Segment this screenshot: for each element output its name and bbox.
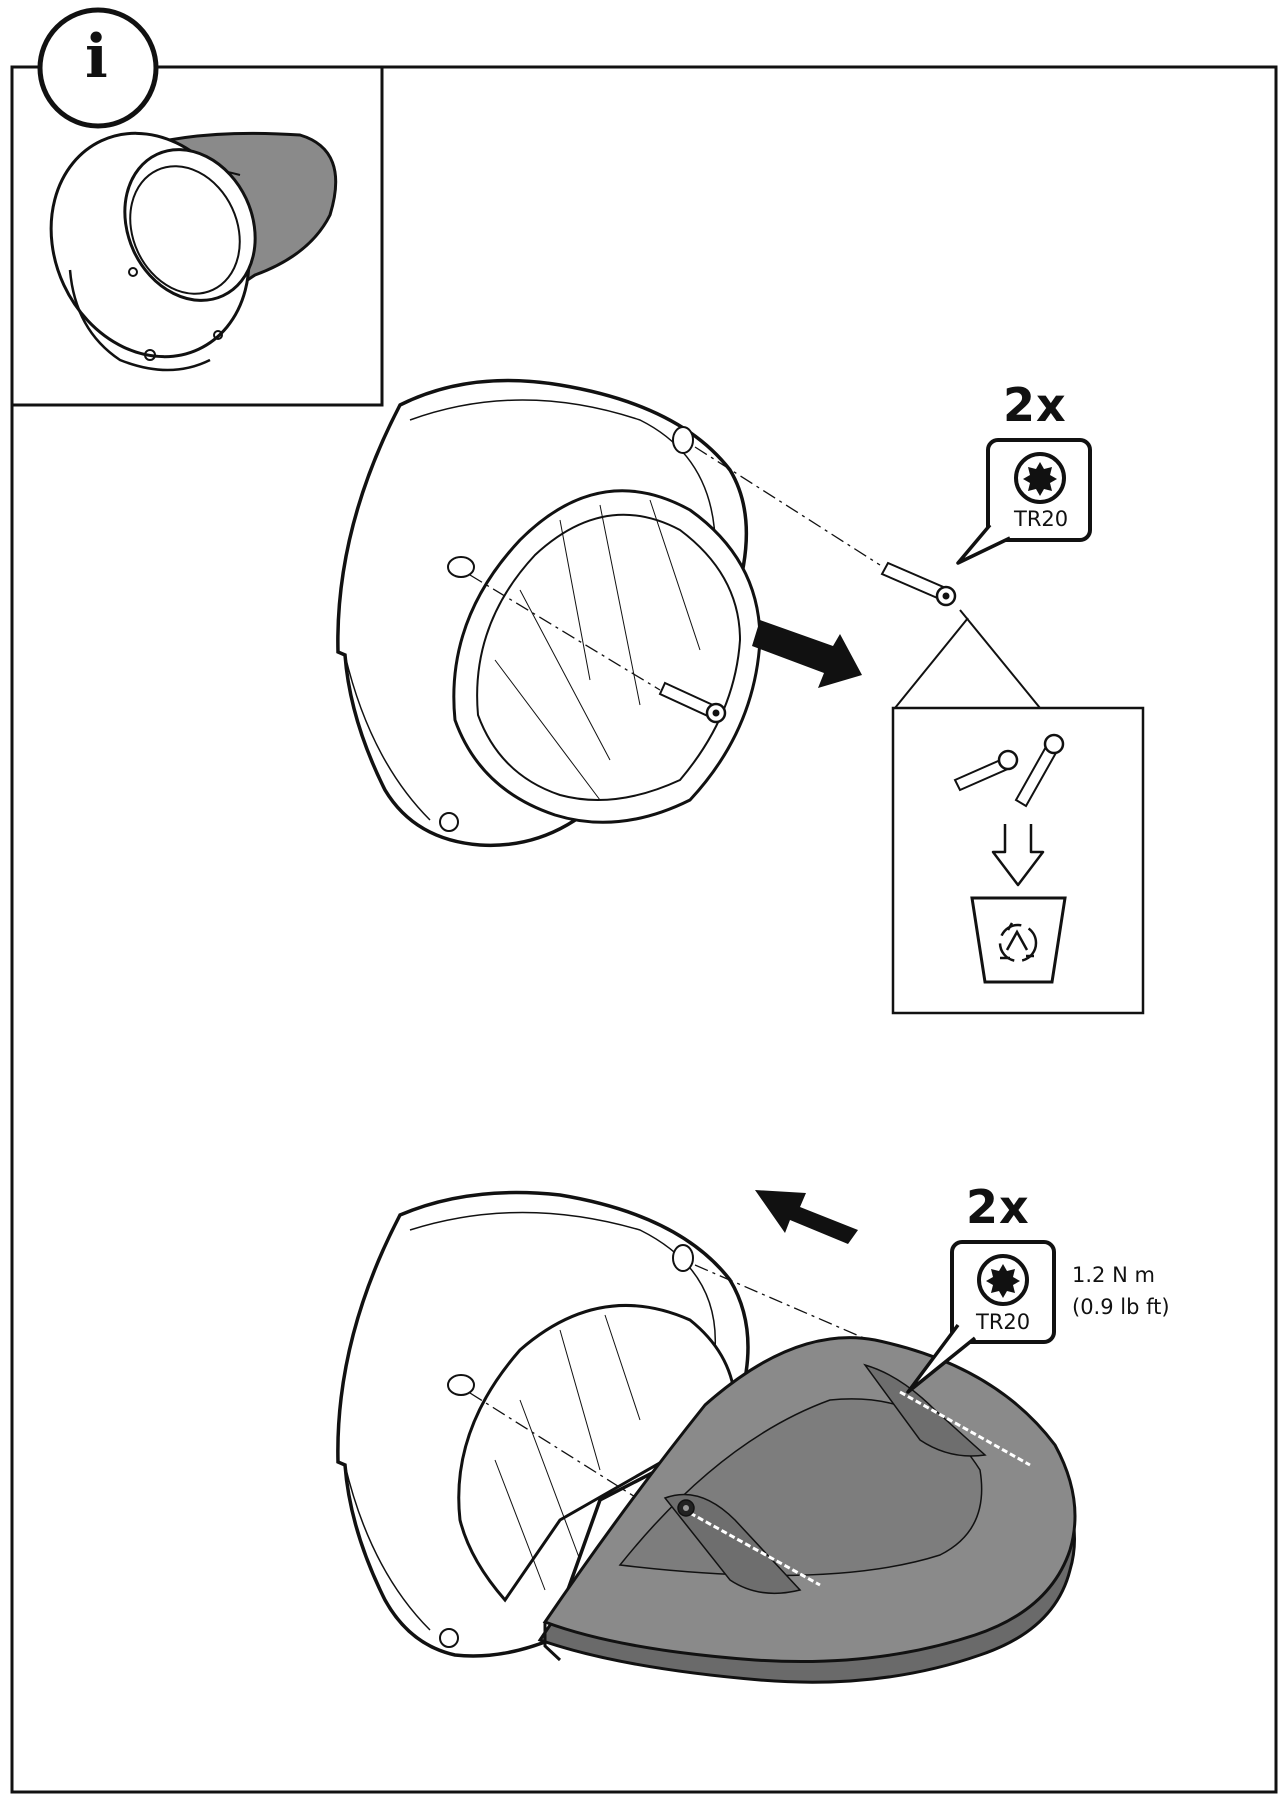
weather-shield [537, 1336, 1077, 1684]
inset-thumbnail [12, 67, 384, 407]
screw-quantity-bottom: 2x [966, 1180, 1030, 1234]
torque-metric: 1.2 N m [1072, 1263, 1155, 1287]
torque-imperial: (0.9 lb ft) [1072, 1295, 1170, 1319]
tool-label-bottom: TR20 [976, 1310, 1031, 1334]
page-frame [10, 65, 1278, 1794]
push-arrow-icon [752, 620, 862, 688]
screw-icon [658, 561, 957, 724]
camera-dome-top [336, 378, 881, 848]
discard-screws-callout [891, 609, 1145, 1015]
torx-tool-callout-bottom [906, 1240, 1056, 1394]
info-icon [37, 7, 159, 129]
push-arrow-icon [755, 1190, 858, 1244]
camera-dome-bottom [336, 1190, 881, 1658]
info-letter: i [85, 22, 108, 92]
down-arrow-icon [991, 824, 1045, 887]
screw-quantity-top: 2x [1003, 378, 1067, 432]
tool-label-top: TR20 [1014, 507, 1069, 531]
recycle-bin-icon [970, 896, 1067, 984]
torx-tool-callout-top [956, 438, 1092, 565]
